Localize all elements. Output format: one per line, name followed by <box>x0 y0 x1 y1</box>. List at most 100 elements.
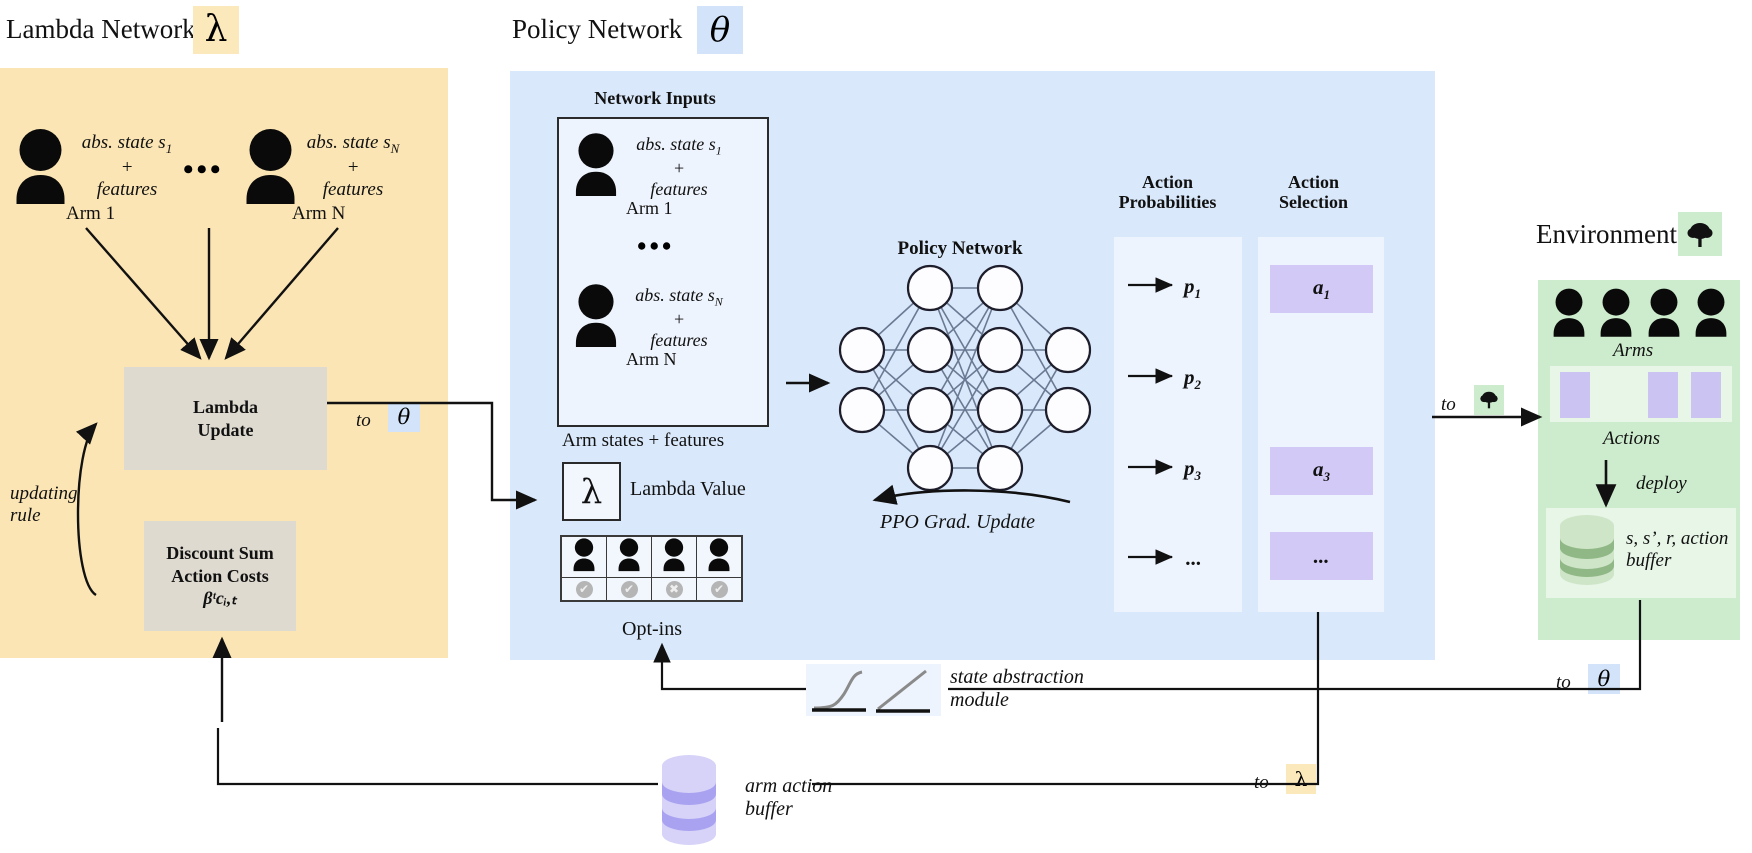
check-icon: ✔ <box>710 581 728 598</box>
optin-status-cell-4[interactable]: ✔ <box>696 577 743 602</box>
deploy-label: deploy <box>1636 473 1687 494</box>
action-selection-line1: Action <box>1288 172 1339 192</box>
discount-sum-line1: Discount Sum <box>166 543 274 564</box>
env-action-slot-1 <box>1560 372 1590 418</box>
action-probabilities-column <box>1114 237 1242 612</box>
lambda-arm-1-person-icon <box>13 128 68 206</box>
lambda-network-title: Lambda Network <box>6 14 196 44</box>
bottom-to-theta-symbol: θ <box>1588 664 1620 694</box>
probability-value-1-sub: 1 <box>1194 286 1202 302</box>
action-probabilities-line1: Action <box>1142 172 1193 192</box>
lambda-arm-1-features: features <box>96 178 158 200</box>
lambda-to-theta-symbol: θ <box>388 402 420 432</box>
probability-value-4: ... <box>1186 546 1202 570</box>
environment-title: Environment <box>1536 219 1677 249</box>
environment-actions-label: Actions <box>1603 428 1660 449</box>
updating-rule-line1: updating <box>10 483 78 504</box>
state-abstraction-icon <box>806 664 941 716</box>
policy-arm-1-state: abs. state s1 + features <box>620 134 738 200</box>
action-chip-a1-sub: 1 <box>1323 287 1331 303</box>
policy-arm-n-state-sub: N <box>714 294 723 309</box>
arm-action-buffer-line2: buffer <box>745 798 793 820</box>
discount-sum-formula: βᵗcᵢ,ₜ <box>203 588 237 609</box>
action-chip-a3-sub: 3 <box>1323 469 1331 485</box>
policy-network-subtitle: Policy Network <box>897 238 1023 259</box>
network-inputs-box <box>557 117 769 427</box>
policy-arm-n-state-text: abs. state s <box>635 285 715 305</box>
policy-network-title: Policy Network <box>512 14 683 44</box>
policy-arm-n-person-icon <box>573 283 619 349</box>
policy-arm-1-state-sub: 1 <box>715 143 722 158</box>
environment-arms-label: Arms <box>1613 340 1654 361</box>
discount-sum-box: Discount Sum Action Costs βᵗcᵢ,ₜ <box>144 521 296 631</box>
state-abstraction-line1: state abstraction <box>950 666 1084 688</box>
updating-rule-line2: rule <box>10 504 41 526</box>
action-chip-ellipsis[interactable]: ... <box>1270 532 1373 580</box>
lambda-to-theta-label: to <box>356 410 371 431</box>
arm-states-caption: Arm states + features <box>562 430 725 451</box>
env-buffer-cylinder-icon <box>1556 512 1618 593</box>
optins-person-row <box>560 535 743 578</box>
env-arm-icon <box>1648 288 1680 337</box>
optin-status-cell-1[interactable]: ✔ <box>560 577 607 602</box>
theta-symbol-tag: θ <box>697 6 743 54</box>
policy-arm-n-plus: + <box>672 309 686 330</box>
environment-buffer-line2: buffer <box>1626 549 1672 571</box>
environment-arms-row <box>1550 288 1730 338</box>
policy-arm-1-state-text: abs. state s <box>636 134 716 154</box>
environment-buffer-line1: s, s’, r, action <box>1626 528 1729 549</box>
action-selection-line2: Selection <box>1279 192 1348 213</box>
probability-value-3: p3 <box>1184 456 1201 484</box>
policy-arm-1-label: Arm 1 <box>626 198 673 218</box>
lambda-arm-1-state: abs. state s1 + features <box>72 132 182 200</box>
bottom-to-lambda-symbol: λ <box>1286 764 1316 794</box>
optin-person-cell <box>606 535 652 578</box>
ppo-grad-update-label: PPO Grad. Update <box>880 511 1035 533</box>
action-probabilities-line2: Probabilities <box>1118 192 1217 213</box>
lambda-arm-n-state: abs. state sN + features <box>297 132 409 200</box>
arm-action-buffer-line1: arm action <box>745 775 833 797</box>
to-environment-tree-icon <box>1474 385 1504 415</box>
optin-status-cell-2[interactable]: ✔ <box>606 577 652 602</box>
to-environment-label: to <box>1441 394 1456 415</box>
lambda-arm-n-state-text: abs. state s <box>306 132 391 153</box>
policy-arm-n-features: features <box>650 330 708 351</box>
probability-value-1-text: p <box>1184 274 1195 298</box>
bottom-to-theta-label: to <box>1556 672 1571 693</box>
optin-person-cell <box>560 535 607 578</box>
env-arm-icon <box>1553 288 1585 337</box>
lambda-arm-n-person-icon <box>243 128 298 206</box>
lambda-arm-n-features: features <box>322 178 384 200</box>
probability-value-2-sub: 2 <box>1194 377 1202 393</box>
lambda-arm-1-plus: + <box>120 156 134 178</box>
check-icon: ✔ <box>575 581 593 598</box>
tree-icon <box>1678 212 1722 256</box>
lambda-update-line2: Update <box>197 419 254 440</box>
policy-arm-1-features: features <box>650 179 708 200</box>
probability-value-2-text: p <box>1184 365 1195 389</box>
lambda-symbol-tag: λ <box>193 6 239 54</box>
policy-arm-1-plus: + <box>672 158 686 179</box>
lambda-value-label: Lambda Value <box>630 478 746 500</box>
lambda-arms-ellipsis: ••• <box>183 153 224 186</box>
optin-status-cell-3[interactable]: ✖ <box>651 577 697 602</box>
bottom-to-lambda-label: to <box>1254 772 1269 793</box>
env-action-slot-4 <box>1691 372 1721 418</box>
arm-action-buffer-cylinder-icon <box>658 752 720 853</box>
optins-status-row: ✔ ✔ ✖ ✔ <box>560 577 743 602</box>
state-abstraction-label: state abstraction module <box>950 666 1084 712</box>
optins-table: ✔ ✔ ✖ ✔ <box>560 535 743 602</box>
lambda-arm-1-state-sub: 1 <box>165 140 173 156</box>
lambda-arm-n-state-sub: N <box>390 140 400 156</box>
policy-arm-n-state: abs. state sN + features <box>620 285 738 351</box>
optin-person-cell <box>696 535 743 578</box>
lambda-update-line1: Lambda <box>192 397 259 417</box>
lambda-arm-n-label: Arm N <box>292 203 346 224</box>
action-chip-a3[interactable]: a3 <box>1270 447 1373 495</box>
action-chip-a1[interactable]: a1 <box>1270 265 1373 313</box>
lambda-value-box: λ <box>562 462 621 521</box>
probability-value-3-sub: 3 <box>1194 468 1202 484</box>
environment-buffer-label: s, s’, r, action buffer <box>1626 528 1728 572</box>
lambda-arm-n-plus: + <box>346 156 360 178</box>
